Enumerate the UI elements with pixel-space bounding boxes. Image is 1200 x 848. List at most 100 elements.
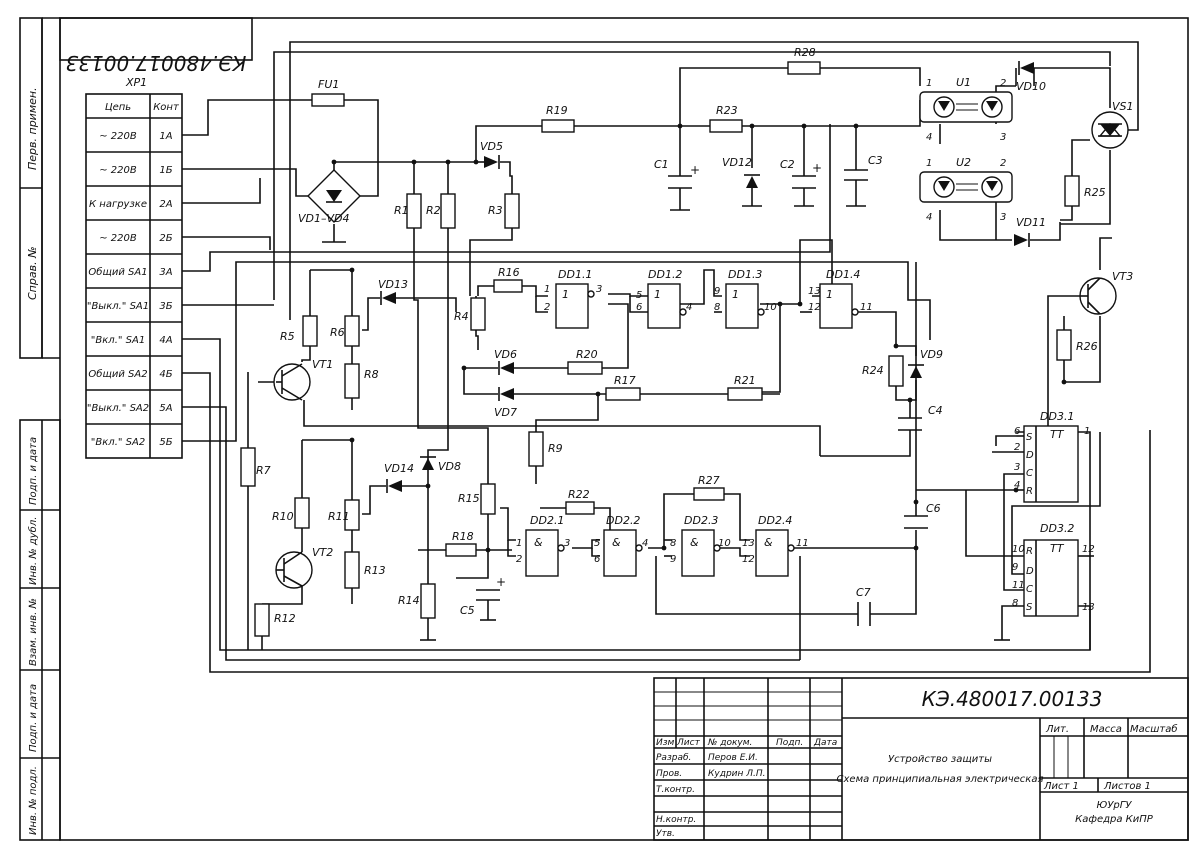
xp1-circuit-5: "Выкл." SA1 (87, 301, 149, 312)
svg-text:11: 11 (796, 538, 809, 549)
svg-text:13: 13 (1082, 602, 1095, 613)
diode-vd10 (1018, 61, 1034, 75)
label-dd2-2: DD2.2 (606, 514, 640, 527)
label-vd11: VD11 (1016, 216, 1046, 229)
label-r16: R16 (498, 266, 520, 279)
gate-dd1-4 (819, 283, 859, 329)
xp1-contact-0: 1А (159, 131, 172, 142)
optocoupler-u1 (919, 91, 1013, 123)
doc-code-mirrored: КЭ.480017.00133 (66, 51, 247, 75)
hdr-data: Дата (813, 738, 837, 748)
junction-dot (913, 499, 919, 505)
junction-dot (801, 123, 807, 129)
xp1-contact-5: 3Б (159, 301, 172, 312)
xp1-contact-4: 3А (159, 267, 172, 278)
u1-pin3: 3 (1000, 132, 1006, 143)
code-box-top (59, 17, 253, 61)
svg-text:6: 6 (1014, 426, 1020, 437)
junction-dot (1061, 379, 1067, 385)
dd1-3-sym: 1 (732, 288, 739, 301)
label-vd5: VD5 (480, 140, 503, 153)
dd3-1-c: C (1026, 468, 1033, 479)
xp1-contact-9: 5Б (159, 437, 172, 448)
row-tkontr: Т.контр. (656, 785, 695, 795)
diode-vd7 (498, 387, 514, 401)
row-razrab: Разраб. (656, 753, 691, 763)
gate-dd2-3 (681, 529, 721, 577)
label-c7: C7 (856, 586, 871, 599)
trigger-pin-numbers: 6 2 3 4 1 10 9 11 8 12 13 (1012, 426, 1095, 613)
svg-text:6: 6 (636, 302, 642, 313)
gate-dd1-3 (725, 283, 765, 329)
hdr-podp: Подп. (776, 738, 803, 748)
svg-text:5: 5 (594, 538, 600, 549)
row-razrab-name: Перов Е.И. (708, 753, 758, 763)
resistor-r9 (528, 431, 544, 467)
resistor-r22 (565, 501, 595, 515)
junction-dots (331, 123, 1067, 553)
c5-plus: + (496, 575, 506, 589)
zener-vd12 (744, 174, 760, 188)
capacitor-c5 (476, 589, 500, 601)
xp1-header-contact: Конт (153, 102, 180, 113)
dd2-4-sym: & (764, 536, 773, 549)
label-u2: U2 (956, 156, 971, 169)
side-label-vzam-inv: Взам. инв. № (28, 598, 39, 666)
xp1-circuit-2: К нагрузке (89, 199, 147, 210)
org-university: ЮУрГУ (1097, 800, 1133, 811)
xp1-circuit-0: ~ 220В (99, 131, 137, 142)
resistor-r21 (727, 387, 763, 401)
label-r12: R12 (274, 612, 296, 625)
svg-text:10: 10 (764, 302, 777, 313)
junction-dot (445, 159, 451, 165)
label-vt1: VT1 (312, 358, 333, 371)
label-r20: R20 (576, 348, 598, 361)
dd3-1-tt: TT (1050, 428, 1065, 441)
diode-vd14 (386, 479, 402, 493)
resistor-r3 (504, 193, 520, 229)
junction-dot (907, 397, 913, 403)
side-label-podp-data-2: Подп. и дата (28, 684, 39, 752)
resistor-r11 (344, 499, 360, 531)
label-vd9: VD9 (920, 348, 943, 361)
u1-pin2: 2 (1000, 78, 1006, 89)
transistor-vt2 (275, 551, 313, 589)
label-r4: R4 (454, 310, 469, 323)
label-r3: R3 (488, 204, 503, 217)
label-r10: R10 (272, 510, 294, 523)
hdr-docnum: № докум. (707, 738, 752, 748)
svg-text:4: 4 (686, 302, 692, 313)
label-dd1-4: DD1.4 (826, 268, 860, 281)
gate-dd2-4 (755, 529, 795, 577)
dd3-2-d: D (1026, 566, 1034, 577)
svg-text:5: 5 (636, 290, 642, 301)
xp1-circuit-8: "Выкл." SA2 (87, 403, 149, 414)
label-c3: C3 (868, 154, 883, 167)
side-label-inv-podl: Инв. № подл. (28, 766, 39, 835)
label-vd13: VD13 (378, 278, 408, 291)
resistor-r25 (1064, 175, 1080, 207)
label-r8: R8 (364, 368, 379, 381)
xp1-table (85, 93, 183, 459)
svg-text:9: 9 (1012, 562, 1018, 573)
junction-dot (797, 301, 803, 307)
label-u1: U1 (956, 76, 971, 89)
label-dd1-2: DD1.2 (648, 268, 682, 281)
xp1-header-circuit: Цепь (105, 102, 131, 113)
resistor-r26 (1056, 329, 1072, 361)
label-vd8: VD8 (438, 460, 461, 473)
u1-pin4: 4 (926, 132, 932, 143)
xp1-contact-3: 2Б (159, 233, 172, 244)
label-r18: R18 (452, 530, 474, 543)
junction-dot (461, 365, 467, 371)
resistor-r23 (709, 119, 743, 133)
label-vd14: VD14 (384, 462, 414, 475)
label-r5: R5 (280, 330, 295, 343)
label-c1: C1 (654, 158, 669, 171)
title-doc-code: КЭ.480017.00133 (922, 687, 1103, 711)
resistor-r24 (888, 355, 904, 387)
svg-text:1: 1 (516, 538, 522, 549)
svg-text:13: 13 (742, 538, 755, 549)
label-r19: R19 (546, 104, 568, 117)
